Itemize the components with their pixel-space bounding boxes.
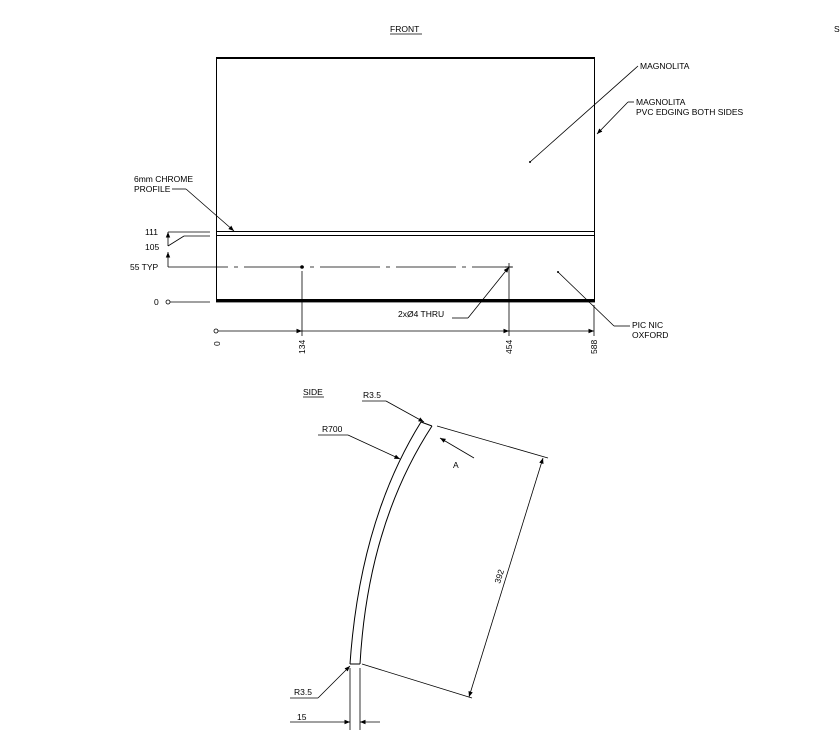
label-magnolita: MAGNOLITA bbox=[640, 61, 690, 71]
leader-r35-bottom bbox=[317, 665, 351, 699]
label-r700: R700 bbox=[322, 424, 343, 434]
dim-h-454: 454 bbox=[504, 340, 514, 354]
leader-magnolita bbox=[529, 65, 639, 163]
leader-magnolita-dot bbox=[529, 161, 531, 163]
curved-panel-top-cap bbox=[420, 421, 433, 427]
dim-v-55: 55 TYP bbox=[130, 262, 159, 272]
dim-v-105: 105 bbox=[145, 242, 159, 252]
leader-chrome bbox=[185, 188, 235, 232]
dim-h-134: 134 bbox=[297, 340, 307, 354]
label-chrome-2: PROFILE bbox=[134, 184, 171, 194]
ext-line-392-bottom bbox=[361, 663, 473, 699]
dim-v-111: 111 bbox=[145, 227, 158, 237]
label-arrow-a: A bbox=[453, 460, 459, 470]
origin-v bbox=[165, 299, 171, 305]
label-r35-top: R3.5 bbox=[363, 390, 381, 400]
ext-line-392-top bbox=[436, 425, 549, 459]
panel-outline bbox=[216, 57, 595, 302]
leader-edging bbox=[596, 101, 629, 135]
origin-h bbox=[213, 328, 219, 334]
leader-r35-top bbox=[385, 400, 425, 423]
front-view: FRONT MAGNOLITA MAGNOLITA PVC EDGING BOT… bbox=[130, 24, 744, 354]
leader-r700 bbox=[347, 434, 401, 460]
label-15: 15 bbox=[297, 712, 307, 722]
label-392: 392 bbox=[492, 568, 506, 585]
front-view-title: FRONT bbox=[390, 24, 419, 34]
side-view: SIDE R3.5 R700 A 392 R3.5 15 bbox=[290, 387, 549, 730]
label-pic-nic-1: PIC NIC bbox=[632, 320, 663, 330]
label-edging-1: MAGNOLITA bbox=[636, 97, 686, 107]
curved-panel-inner bbox=[359, 425, 433, 665]
dim-h-0: 0 bbox=[212, 341, 222, 346]
leader-pic-nic-dot bbox=[557, 271, 559, 273]
label-pic-nic-2: OXFORD bbox=[632, 330, 668, 340]
label-edging-2: PVC EDGING BOTH SIDES bbox=[636, 107, 744, 117]
curved-panel-outer bbox=[349, 421, 422, 665]
clipped-view-title-fragment: S bbox=[834, 24, 840, 34]
leader-holes bbox=[467, 266, 510, 319]
ext-line-105 bbox=[167, 235, 185, 247]
view-arrow-a bbox=[439, 437, 475, 459]
dim-arrow-392 bbox=[468, 457, 544, 698]
leader-pic-nic bbox=[557, 271, 615, 327]
label-holes: 2xØ4 THRU bbox=[398, 309, 444, 319]
dim-v-0: 0 bbox=[154, 297, 159, 307]
side-view-title: SIDE bbox=[303, 387, 323, 397]
hole-left bbox=[300, 265, 304, 269]
label-chrome-1: 6mm CHROME bbox=[134, 174, 193, 184]
label-r35-bottom: R3.5 bbox=[294, 687, 312, 697]
dim-h-588: 588 bbox=[589, 340, 599, 354]
